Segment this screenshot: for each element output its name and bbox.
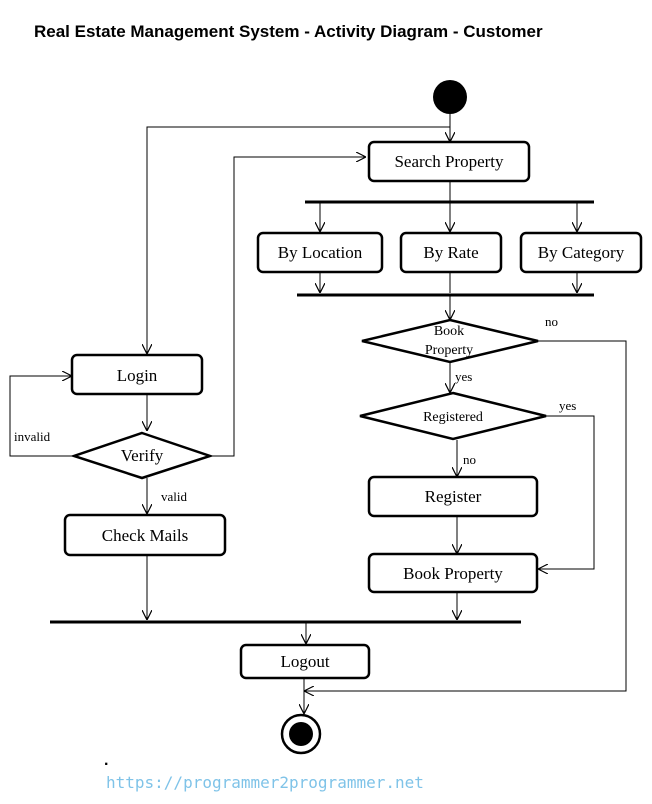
- check-mails-label: Check Mails: [102, 526, 188, 545]
- verify-label: Verify: [121, 446, 164, 465]
- by-rate-label: By Rate: [423, 243, 478, 262]
- decision-book-property: Book Property: [361, 318, 539, 364]
- activity-login: Login: [70, 353, 204, 396]
- decision-verify: Verify: [70, 431, 214, 480]
- edge-book-no-to-logout: [304, 340, 627, 691]
- search-property-label: Search Property: [394, 152, 504, 171]
- book-yes-label: yes: [455, 369, 472, 384]
- activity-search-property: Search Property: [367, 140, 531, 183]
- activity-by-category: By Category: [519, 231, 643, 274]
- activity-logout: Logout: [239, 643, 371, 680]
- book-property-label: Book Property: [403, 564, 503, 583]
- book-no-label: no: [545, 314, 558, 329]
- start-node: [433, 80, 467, 114]
- activity-register: Register: [367, 475, 539, 518]
- diagram-title: Real Estate Management System - Activity…: [34, 22, 543, 41]
- edge-verify-to-search: [210, 157, 366, 457]
- footer-url[interactable]: https://programmer2programmer.net: [106, 773, 424, 792]
- end-node: [280, 713, 322, 755]
- edge-start-to-login: [147, 126, 450, 354]
- valid-label: valid: [161, 489, 187, 504]
- by-category-label: By Category: [538, 243, 625, 262]
- registered-no-label: no: [463, 452, 476, 467]
- activity-book-property: Book Property: [367, 552, 539, 594]
- invalid-label: invalid: [14, 429, 51, 444]
- logout-label: Logout: [280, 652, 329, 671]
- activity-by-location: By Location: [256, 231, 384, 274]
- footer-dot: .: [104, 752, 108, 769]
- activity-by-rate: By Rate: [399, 231, 503, 274]
- registered-label: Registered: [423, 410, 483, 425]
- edge-verify-invalid: [9, 376, 74, 457]
- registered-yes-label: yes: [559, 398, 576, 413]
- register-label: Register: [425, 487, 482, 506]
- by-location-label: By Location: [278, 243, 363, 262]
- edge-registered-yes: [538, 415, 595, 569]
- book-decision-label-line2: Property: [425, 343, 473, 358]
- book-decision-label-line1: Book: [434, 324, 464, 339]
- edges: [9, 114, 627, 714]
- decision-registered: Registered: [359, 391, 547, 441]
- activity-check-mails: Check Mails: [63, 513, 227, 557]
- login-label: Login: [117, 366, 158, 385]
